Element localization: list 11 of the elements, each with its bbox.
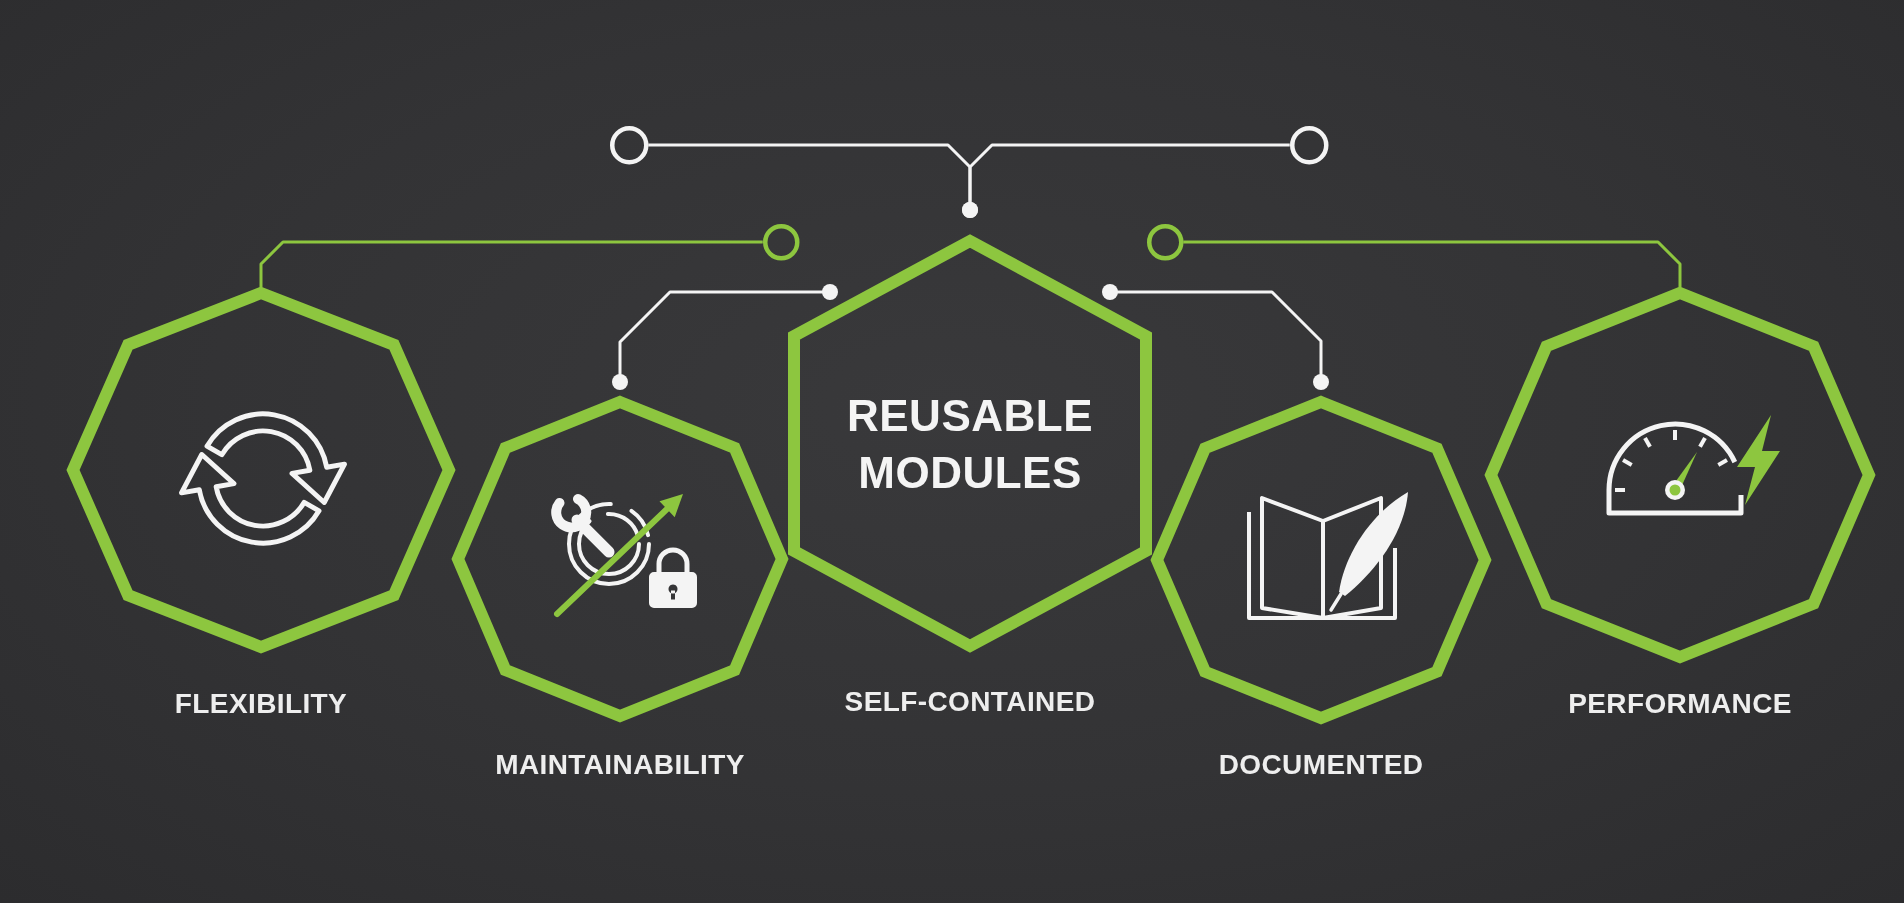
connector-line: [962, 143, 1290, 218]
connector-line: [1183, 240, 1682, 287]
connector-line: [612, 284, 838, 390]
property-label: FLEXIBILITY: [174, 687, 348, 721]
heading-text: REUSABLE MODULES: [846, 389, 1094, 499]
connector-line: [1102, 284, 1329, 390]
property-label: MAINTAINABILITY: [495, 748, 745, 782]
property-label: DOCUMENTED: [1218, 748, 1424, 782]
connector-line: [259, 240, 763, 287]
property-label: SELF-CONTAINED: [844, 685, 1096, 719]
property-label: PERFORMANCE: [1568, 687, 1792, 721]
